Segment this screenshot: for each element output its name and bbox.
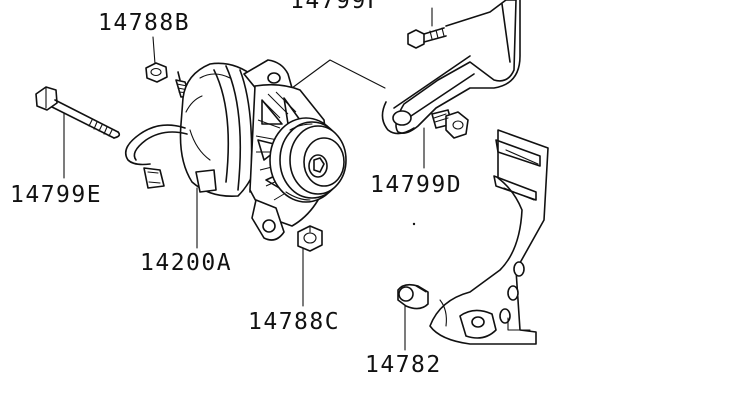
stray-mark — [412, 222, 416, 226]
nut-14788B-part — [145, 62, 168, 83]
label-14799E: 14799E — [10, 182, 102, 208]
bolt-14799D-part — [431, 109, 469, 139]
alternator-14200A-part — [124, 59, 347, 241]
lower-mounting-bracket — [429, 129, 549, 345]
bolt-14799E-part — [35, 86, 121, 139]
upper-adjusting-bracket — [381, 0, 521, 135]
label-14799D: 14799D — [370, 172, 462, 198]
leader-alt-to-bracket — [291, 59, 386, 89]
leader-lines — [63, 7, 433, 351]
label-14782: 14782 — [365, 352, 442, 378]
bushing-14782-part — [397, 283, 429, 310]
nut-14788C-part — [297, 225, 323, 252]
pulley — [269, 117, 347, 203]
label-14200A: 14200A — [140, 250, 232, 276]
leader-14788B — [152, 36, 156, 65]
label-14799F-partial: 14799F — [290, 0, 382, 14]
label-14788B: 14788B — [98, 10, 190, 36]
label-14788C: 14788C — [248, 309, 340, 335]
